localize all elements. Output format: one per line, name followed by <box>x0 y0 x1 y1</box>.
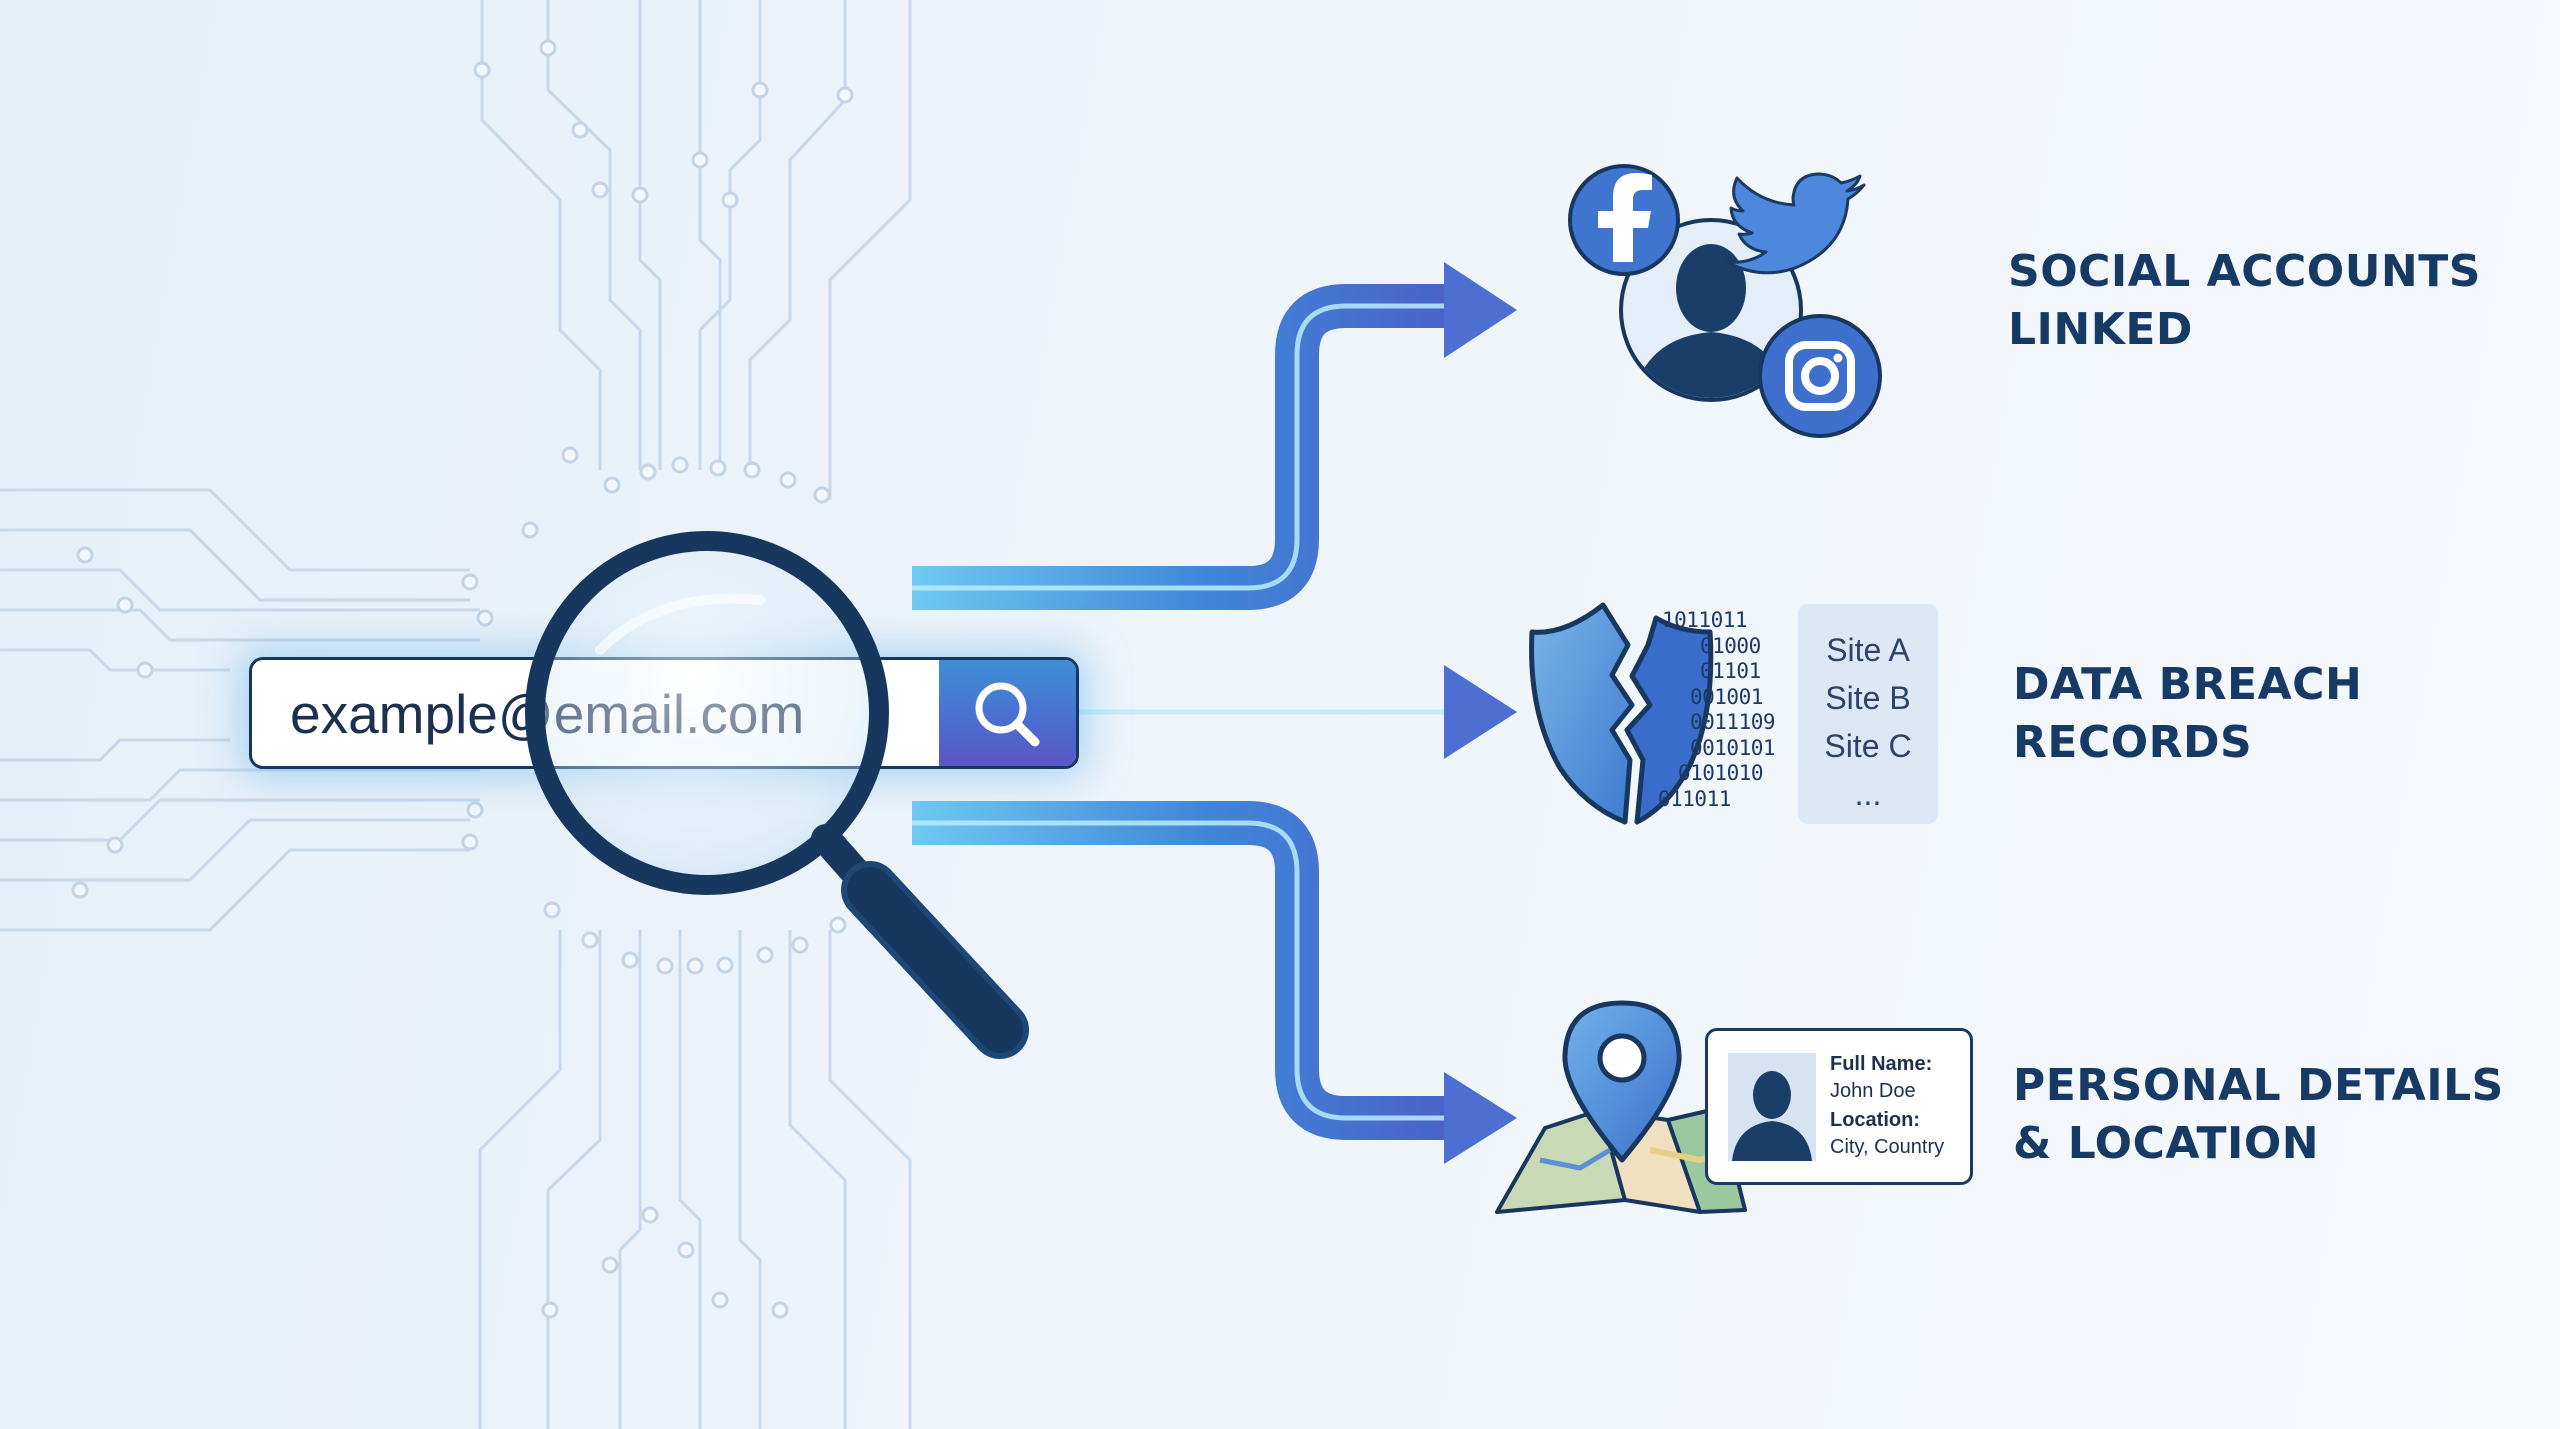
label-line: RECORDS <box>2013 717 2253 768</box>
name-value: John Doe <box>1830 1080 1916 1102</box>
search-button[interactable] <box>939 660 1076 766</box>
binary-line: 0010101 <box>1690 735 1776 760</box>
binary-line: 1011011 <box>1662 608 1748 632</box>
label-line: DATA BREACH <box>2013 659 2363 710</box>
binary-line: 011011 <box>1658 786 1731 811</box>
site-item: ... <box>1854 776 1882 812</box>
location-value: City, Country <box>1830 1136 1945 1158</box>
arrow-to-breach <box>1078 665 1517 759</box>
social-icons <box>1568 164 1882 438</box>
binary-data: 1011011 01000 01101 001001 0011109 00101… <box>1650 608 1790 812</box>
label-line: PERSONAL DETAILS <box>2013 1060 2504 1111</box>
location-label: Location: <box>1830 1109 1920 1131</box>
personal-details-label: PERSONAL DETAILS & LOCATION <box>2013 1057 2504 1173</box>
location-pin-icon <box>1562 1000 1682 1163</box>
site-item: Site B <box>1825 680 1911 716</box>
site-item: Site A <box>1826 632 1910 668</box>
person-silhouette-icon <box>1732 1071 1812 1161</box>
binary-line: 0011109 <box>1690 710 1776 734</box>
circuit-background <box>0 0 912 1429</box>
profile-card: Full Name: John Doe Location: City, Coun… <box>1705 1028 1973 1185</box>
arrow-to-social <box>912 262 1517 610</box>
instagram-icon <box>1758 314 1882 438</box>
breached-sites-card: Site A Site B Site C ... <box>1798 604 1938 824</box>
binary-line: 01101 <box>1700 659 1761 683</box>
site-item: Site C <box>1824 728 1912 764</box>
circuit-nodes <box>71 39 854 1319</box>
search-icon <box>975 682 1040 747</box>
label-line: LINKED <box>2008 304 2193 355</box>
facebook-icon <box>1568 164 1680 276</box>
social-accounts-label: SOCIAL ACCOUNTS LINKED <box>2008 243 2481 359</box>
search-bar[interactable]: example@email.com <box>249 657 1079 769</box>
label-line: & LOCATION <box>2013 1118 2320 1169</box>
label-line: SOCIAL ACCOUNTS <box>2008 246 2481 297</box>
profile-details: Full Name: John Doe Location: City, Coun… <box>1830 1051 1944 1161</box>
data-breach-label: DATA BREACH RECORDS <box>2013 656 2362 772</box>
broken-shield-icon <box>1529 602 1714 825</box>
binary-line: 01000 <box>1700 633 1761 658</box>
binary-line: 001001 <box>1690 684 1763 709</box>
name-label: Full Name: <box>1830 1053 1933 1075</box>
binary-line: 0101010 <box>1678 761 1764 785</box>
search-input-text[interactable]: example@email.com <box>290 683 805 745</box>
twitter-icon <box>1725 172 1866 275</box>
avatar <box>1728 1053 1816 1161</box>
arrow-to-personal <box>912 801 1517 1164</box>
